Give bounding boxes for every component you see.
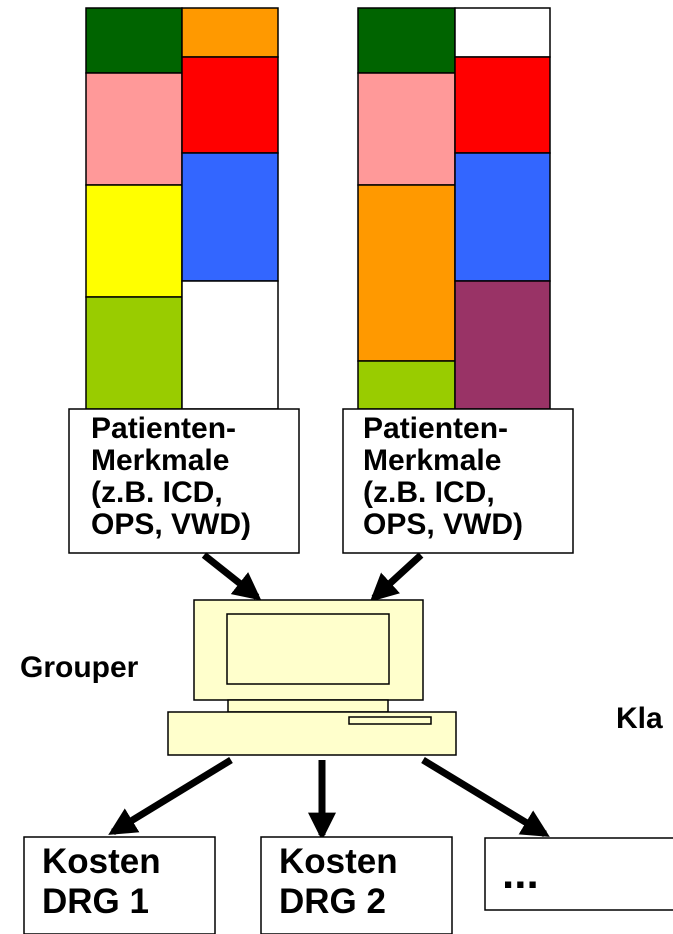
arrow-box2-to-grouper <box>369 552 424 602</box>
case-stack-2 <box>357 7 551 410</box>
stack2-left-seg-3 <box>357 184 456 362</box>
computer-screen <box>226 613 390 685</box>
patient-box-2-line-1: Patienten- <box>363 412 508 445</box>
grouper-label: Grouper <box>20 651 139 684</box>
output-drg1-line-1: Kosten <box>42 842 161 881</box>
side-label: Kla <box>616 702 663 735</box>
stack2-left-seg-4 <box>357 360 456 410</box>
stack1-right-seg-3 <box>181 152 279 282</box>
arrow-grouper-to-more <box>421 757 550 837</box>
output-box-more: ... <box>484 837 673 911</box>
stack1-left-seg-3 <box>85 184 183 298</box>
output-drg1-line-2: DRG 1 <box>42 882 149 921</box>
output-drg2-line-2: DRG 2 <box>279 882 386 921</box>
arrow-box1-to-grouper <box>201 552 262 601</box>
patient-box-1-line-1: Patienten- <box>91 412 236 445</box>
stack1-right-seg-1 <box>181 7 279 58</box>
stack1-right-seg-4 <box>181 280 279 410</box>
stack2-right-seg-3 <box>454 152 551 282</box>
arrow-grouper-to-drg1 <box>108 757 233 835</box>
patient-features-box-2: Patienten- Merkmale (z.B. ICD, OPS, VWD) <box>342 408 574 554</box>
computer-neck <box>227 699 389 713</box>
patient-box-1-line-4: OPS, VWD) <box>91 508 251 541</box>
stack2-right-seg-4 <box>454 280 551 410</box>
patient-box-1-line-3: (z.B. ICD, <box>91 476 223 509</box>
stack2-right-seg-2 <box>454 56 551 154</box>
patient-box-2-line-2: Merkmale <box>363 444 501 477</box>
patient-box-2-line-3: (z.B. ICD, <box>363 476 495 509</box>
computer-icon <box>167 599 457 756</box>
patient-box-1-line-2: Merkmale <box>91 444 229 477</box>
stack1-left-seg-2 <box>85 72 183 186</box>
output-box-drg1: Kosten DRG 1 <box>23 836 216 934</box>
stack1-right-seg-2 <box>181 56 279 154</box>
stack2-right-seg-1 <box>454 7 551 58</box>
computer-drive-slot <box>348 716 432 725</box>
patient-features-box-1: Patienten- Merkmale (z.B. ICD, OPS, VWD) <box>68 408 300 554</box>
stack1-left-seg-1 <box>85 7 183 74</box>
output-box-drg2: Kosten DRG 2 <box>260 836 453 934</box>
case-stack-1 <box>85 7 279 410</box>
stack2-left-seg-1 <box>357 7 456 74</box>
output-more-ellipsis: ... <box>502 849 539 898</box>
output-drg2-line-1: Kosten <box>279 842 398 881</box>
patient-box-2-line-4: OPS, VWD) <box>363 508 523 541</box>
stack1-left-seg-4 <box>85 296 183 410</box>
stack2-left-seg-2 <box>357 72 456 186</box>
